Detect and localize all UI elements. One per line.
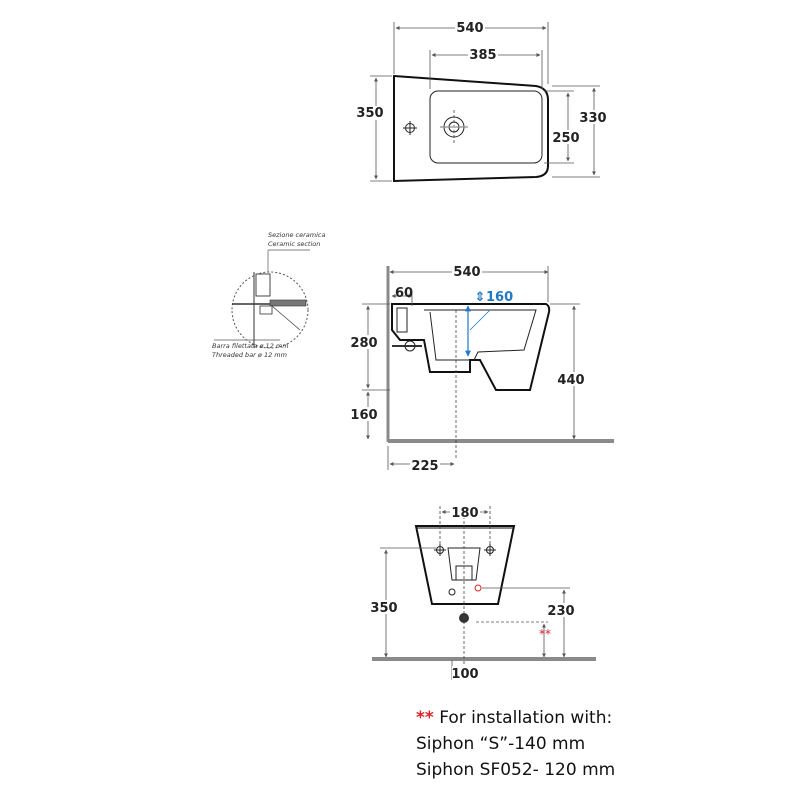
top-view-outline <box>393 74 549 183</box>
section-label-en: Ceramic section <box>268 240 320 248</box>
side-drain-offset: 225 <box>411 459 438 474</box>
note-heading: For installation with: <box>439 708 613 728</box>
top-depth-outer: 330 <box>579 111 606 126</box>
front-view-outline <box>414 525 516 605</box>
side-tap-offset: 60 <box>395 286 413 301</box>
front-height: 350 <box>370 601 397 616</box>
side-rim-drop: 160 <box>486 290 513 305</box>
front-connection-height: 230 <box>547 604 574 619</box>
top-view-basin <box>429 90 543 164</box>
side-width-total: 540 <box>453 265 480 280</box>
side-view: 160 ⇕ 540 60 280 160 440 225 <box>350 264 614 474</box>
front-marker: ** <box>539 627 551 641</box>
svg-text:⇕: ⇕ <box>475 290 486 305</box>
top-width-total: 540 <box>456 21 483 36</box>
front-connection-offset: 100 <box>451 667 478 682</box>
section-label-it: Sezione ceramica <box>268 231 325 239</box>
installation-note-line1: ** For installation with: <box>416 705 615 731</box>
bar-label-en: Threaded bar ø 12 mm <box>212 351 287 359</box>
side-height-lower: 160 <box>350 408 377 423</box>
top-depth-total: 350 <box>356 106 383 121</box>
installation-note-line3: Siphon SF052- 120 mm <box>416 760 616 780</box>
installation-note: ** For installation with: Siphon “S”-140… <box>416 705 615 783</box>
top-view: 540 385 350 330 250 <box>356 20 608 183</box>
front-view: 180 350 230 ** 100 <box>370 504 596 682</box>
bar-label-it: Barra filettata ø 12 mm <box>212 342 289 350</box>
installation-note-line2: Siphon “S”-140 mm <box>416 734 586 754</box>
side-height-upper: 280 <box>350 336 377 351</box>
side-height-total: 440 <box>557 373 584 388</box>
top-width-inner: 385 <box>469 48 496 63</box>
top-depth-inner: 250 <box>552 131 579 146</box>
section-detail: Sezione ceramica Ceramic section Barra f… <box>212 231 325 359</box>
front-fixing-spacing: 180 <box>451 506 478 521</box>
note-marker: ** <box>416 708 434 728</box>
